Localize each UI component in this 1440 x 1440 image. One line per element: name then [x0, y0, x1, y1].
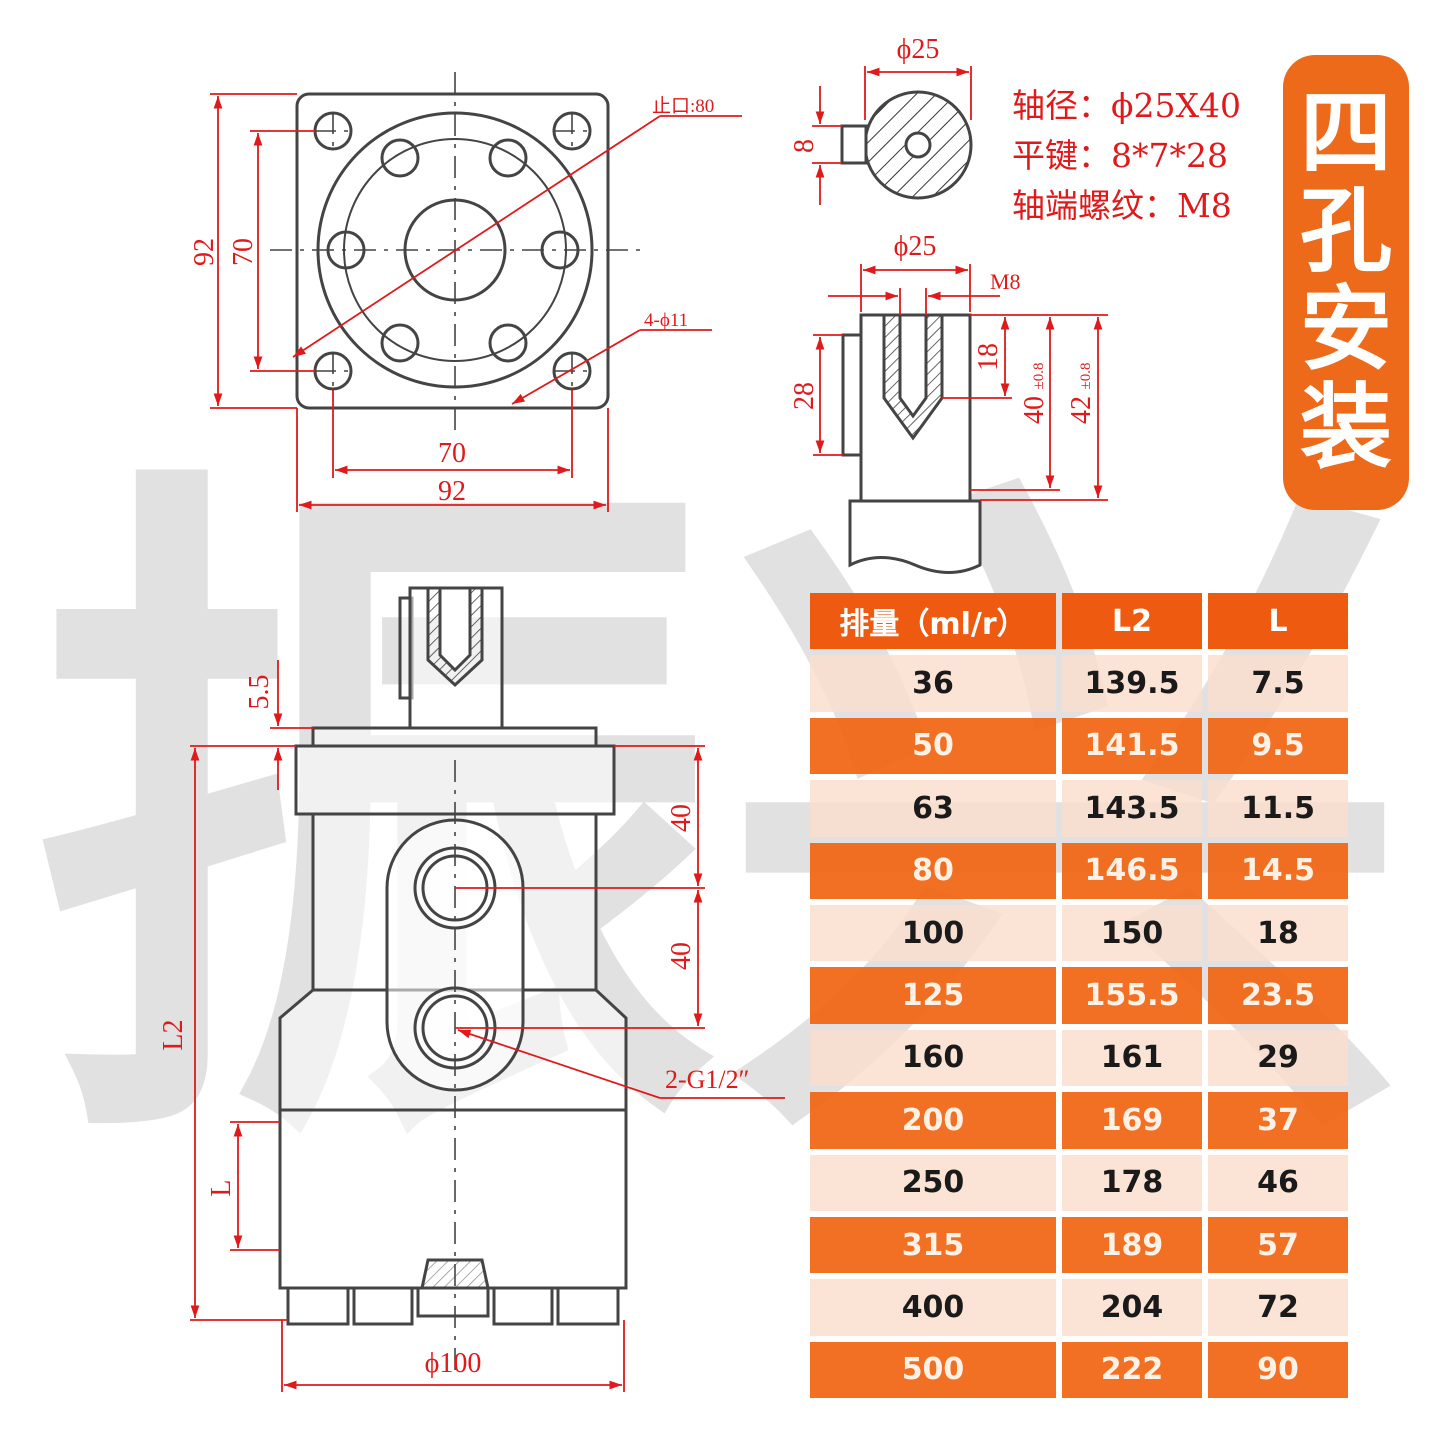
shaft-side-dims — [813, 264, 1108, 501]
dim-thread: M8 — [990, 269, 1021, 294]
header-l: L — [1208, 593, 1348, 650]
cell-displacement: 36 — [810, 655, 1056, 712]
motor-body-view — [278, 586, 628, 1326]
dim-thread-depth: 18 — [973, 343, 1004, 371]
shaft-side-view — [841, 313, 982, 574]
cell-l2: 204 — [1062, 1279, 1202, 1336]
cell-displacement: 500 — [810, 1341, 1056, 1399]
badge-char: 装 — [1299, 374, 1392, 481]
dim-width-92: 92 — [438, 476, 466, 507]
dim-spigot: 止口:80 — [652, 95, 714, 117]
dim-holes: 4-ϕ11 — [644, 310, 688, 331]
dim-length-42-tol: ±0.8 — [1078, 363, 1094, 390]
cell-l: 37 — [1208, 1092, 1348, 1149]
cell-l: 90 — [1208, 1341, 1348, 1399]
cell-l: 18 — [1208, 904, 1348, 962]
cell-l: 9.5 — [1208, 717, 1348, 775]
cell-displacement: 100 — [810, 904, 1056, 962]
spec-flat-key: 平键：8*7*28 — [1012, 136, 1228, 175]
dim-key-width: 8 — [789, 139, 820, 153]
cell-displacement: 50 — [810, 717, 1056, 775]
cell-l2: 146.5 — [1062, 842, 1202, 899]
cell-displacement: 250 — [810, 1154, 1056, 1211]
cell-l2: 222 — [1062, 1341, 1202, 1399]
header-displacement: 排量（ml/r） — [810, 593, 1056, 650]
dim-body-diameter: ϕ100 — [425, 1348, 482, 1379]
mounting-badge: 四 孔 安 装 — [1283, 55, 1409, 510]
cell-displacement: 63 — [810, 780, 1056, 837]
badge-char: 四 — [1299, 80, 1392, 187]
cell-displacement: 400 — [810, 1279, 1056, 1336]
cell-l2: 139.5 — [1062, 655, 1202, 712]
dim-overall-length: L2 — [158, 1019, 189, 1050]
motor-dimensions — [190, 660, 785, 1392]
cell-l2: 169 — [1062, 1092, 1202, 1149]
cell-displacement: 160 — [810, 1029, 1056, 1087]
dim-port-spacing-top: 40 — [666, 804, 697, 832]
cell-l2: 161 — [1062, 1029, 1202, 1087]
dim-shaft-diameter: ϕ25 — [897, 34, 940, 65]
cell-l: 46 — [1208, 1154, 1348, 1211]
cell-l2: 143.5 — [1062, 780, 1202, 837]
cell-displacement: 125 — [810, 967, 1056, 1024]
cell-l2: 150 — [1062, 904, 1202, 962]
dim-height-70: 70 — [228, 238, 259, 266]
spec-shaft-diameter: 轴径：ϕ25X40 — [1012, 86, 1241, 125]
dim-length-42: 42 — [1066, 396, 1097, 424]
dim-width-70: 70 — [438, 438, 466, 469]
cell-l2: 178 — [1062, 1154, 1202, 1211]
dim-ports: 2-G1/2″ — [665, 1065, 750, 1094]
dim-flange-offset: 5.5 — [244, 675, 275, 710]
spec-shaft-thread: 轴端螺纹：M8 — [1012, 186, 1232, 225]
cell-l2: 141.5 — [1062, 717, 1202, 775]
cell-l: 57 — [1208, 1216, 1348, 1274]
dim-port-spacing-bottom: 40 — [666, 942, 697, 970]
cell-l: 7.5 — [1208, 655, 1348, 712]
flange-dimensions — [210, 93, 742, 512]
shaft-section-dims — [812, 66, 972, 205]
table-header-row: 排量（ml/r） L2 L — [810, 593, 1348, 650]
dim-height-92: 92 — [189, 238, 220, 266]
cell-displacement: 200 — [810, 1092, 1056, 1149]
cell-l: 72 — [1208, 1279, 1348, 1336]
cell-l: 14.5 — [1208, 842, 1348, 899]
cell-displacement: 315 — [810, 1216, 1056, 1274]
motor-shaft-thread — [426, 586, 484, 688]
cell-l: 23.5 — [1208, 967, 1348, 1024]
dim-side-diameter: ϕ25 — [894, 231, 937, 262]
dim-length-40: 40 — [1019, 396, 1050, 424]
cell-displacement: 80 — [810, 842, 1056, 899]
badge-char: 孔 — [1299, 178, 1392, 285]
dim-key-length: 28 — [789, 382, 820, 410]
dim-length-l: L — [206, 1179, 237, 1196]
cell-l: 11.5 — [1208, 780, 1348, 837]
header-l2: L2 — [1062, 593, 1202, 650]
cell-l2: 189 — [1062, 1216, 1202, 1274]
shaft-section — [840, 90, 973, 200]
cell-l: 29 — [1208, 1029, 1348, 1087]
dim-length-40-tol: ±0.8 — [1031, 363, 1047, 390]
badge-char: 安 — [1299, 276, 1392, 383]
cell-l2: 155.5 — [1062, 967, 1202, 1024]
